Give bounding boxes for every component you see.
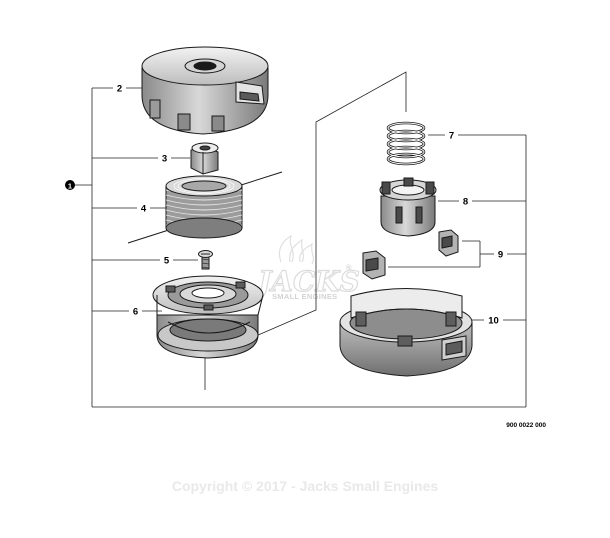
callouts: 1 2 3 4 5 6 7 8 9 10 [65,84,503,327]
callout-2: 2 [117,84,122,95]
callout-6: 6 [133,307,138,318]
part-3-nut [190,142,219,175]
callout-9: 9 [498,250,503,261]
clip-left [362,250,386,280]
copyright-notice: Copyright © 2017 - Jacks Small Engines [172,478,439,494]
callout-8: 8 [463,197,468,208]
watermark-registered: ® [346,263,352,272]
part-6-spool [152,275,264,359]
watermark-logo: JACKS [253,265,360,298]
part-4-line-coil [127,171,283,244]
flame-logo-icon [278,234,315,265]
watermark-tagline: SMALL ENGINES [272,292,337,301]
leader-lines [74,71,527,408]
part-10-housing [339,288,473,377]
callout-4: 4 [141,204,147,215]
part-8-hub [379,177,437,237]
assembly-marker-icon [65,180,75,190]
jacks-watermark: JACKS ® SMALL ENGINES [252,234,360,301]
part-9-clips [362,229,459,280]
part-7-spring [386,121,426,166]
callout-10: 10 [488,316,499,327]
callout-5: 5 [164,256,170,267]
clip-right [438,229,459,257]
callout-7: 7 [449,131,454,142]
callout-3: 3 [162,154,167,165]
callout-assembly: 1 [68,182,72,191]
part-5-screw [198,250,213,270]
diagram-code: 900 0022 000 [506,422,546,429]
part-2-cap [141,46,269,135]
